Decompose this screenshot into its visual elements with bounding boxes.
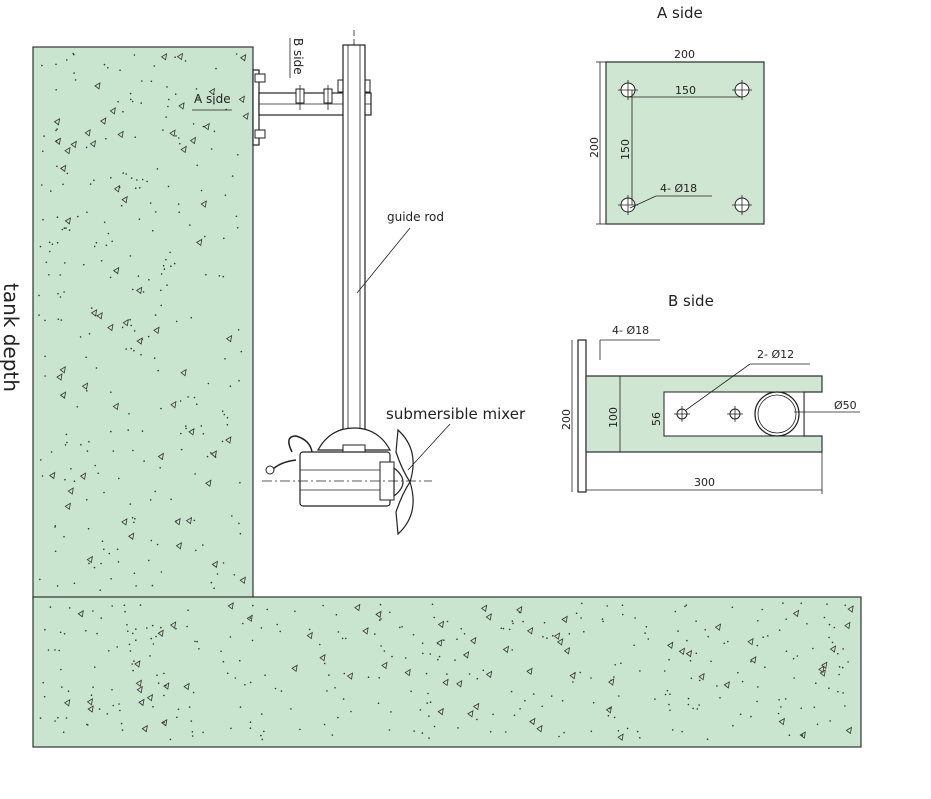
submersible-mixer-label: submersible mixer <box>386 405 526 423</box>
a-side-holes-label: 4- Ø18 <box>660 182 697 195</box>
a-side-width: 200 <box>674 48 695 61</box>
a-side-tag: A side <box>194 92 231 106</box>
a-side-detail: A side 200 150 150 200 4- Ø18 <box>588 4 765 225</box>
b-side-holes-small: 2- Ø12 <box>757 348 794 361</box>
guide-rod <box>342 30 366 436</box>
b-side-length: 300 <box>694 476 715 489</box>
b-side-tag: B side <box>291 38 305 75</box>
guide-rod-label: guide rod <box>387 210 444 224</box>
b-side-small: 56 <box>650 412 663 426</box>
floor-texture <box>39 602 854 741</box>
b-side-inner: 100 <box>607 407 620 428</box>
b-side-holes-big: 4- Ø18 <box>612 324 649 337</box>
b-side-height: 200 <box>560 409 573 430</box>
a-side-height: 200 <box>588 137 601 158</box>
b-side-detail: B side 4- Ø18 2- Ø12 Ø50 200 100 56 <box>560 292 860 494</box>
tank-wall <box>32 46 254 600</box>
wall-texture <box>38 52 249 591</box>
submersible-mixer <box>262 427 432 536</box>
a-side-holes <box>618 80 752 215</box>
b-side-title: B side <box>668 292 714 310</box>
tank-floor <box>32 596 862 748</box>
a-side-inner-v: 150 <box>619 139 632 160</box>
a-side-inner-h: 150 <box>675 84 696 97</box>
tank-depth-label: tank depth <box>0 283 23 392</box>
b-side-pipe: Ø50 <box>834 399 857 412</box>
a-side-title: A side <box>657 4 703 22</box>
